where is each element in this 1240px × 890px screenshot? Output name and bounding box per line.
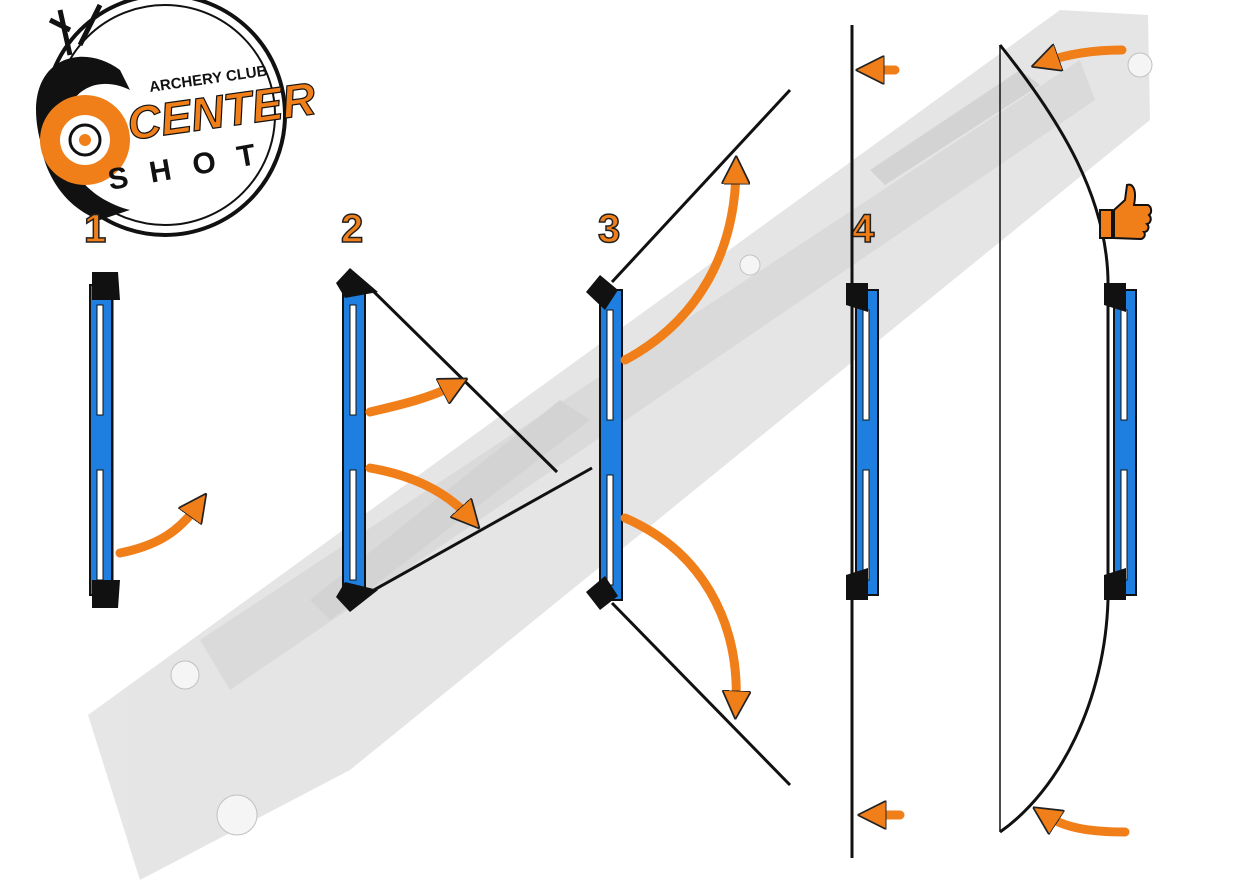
step-number-1: 1 — [84, 207, 106, 251]
thumbs-up-icon — [1099, 183, 1153, 241]
step-number-4: 4 — [852, 207, 875, 251]
limb-step-3 — [586, 275, 623, 610]
step-number-2: 2 — [341, 207, 363, 251]
limb-step-1 — [89, 272, 120, 608]
arrow-icons — [115, 50, 1130, 837]
limb-step-4 — [846, 283, 879, 600]
center-shot-logo: ARCHERY CLUB CENTER SHOT — [36, 0, 319, 237]
stag-icon — [36, 56, 130, 220]
limb-step-2 — [336, 268, 378, 612]
limb-step-5 — [1104, 283, 1137, 600]
step-number-3: 3 — [598, 207, 620, 251]
